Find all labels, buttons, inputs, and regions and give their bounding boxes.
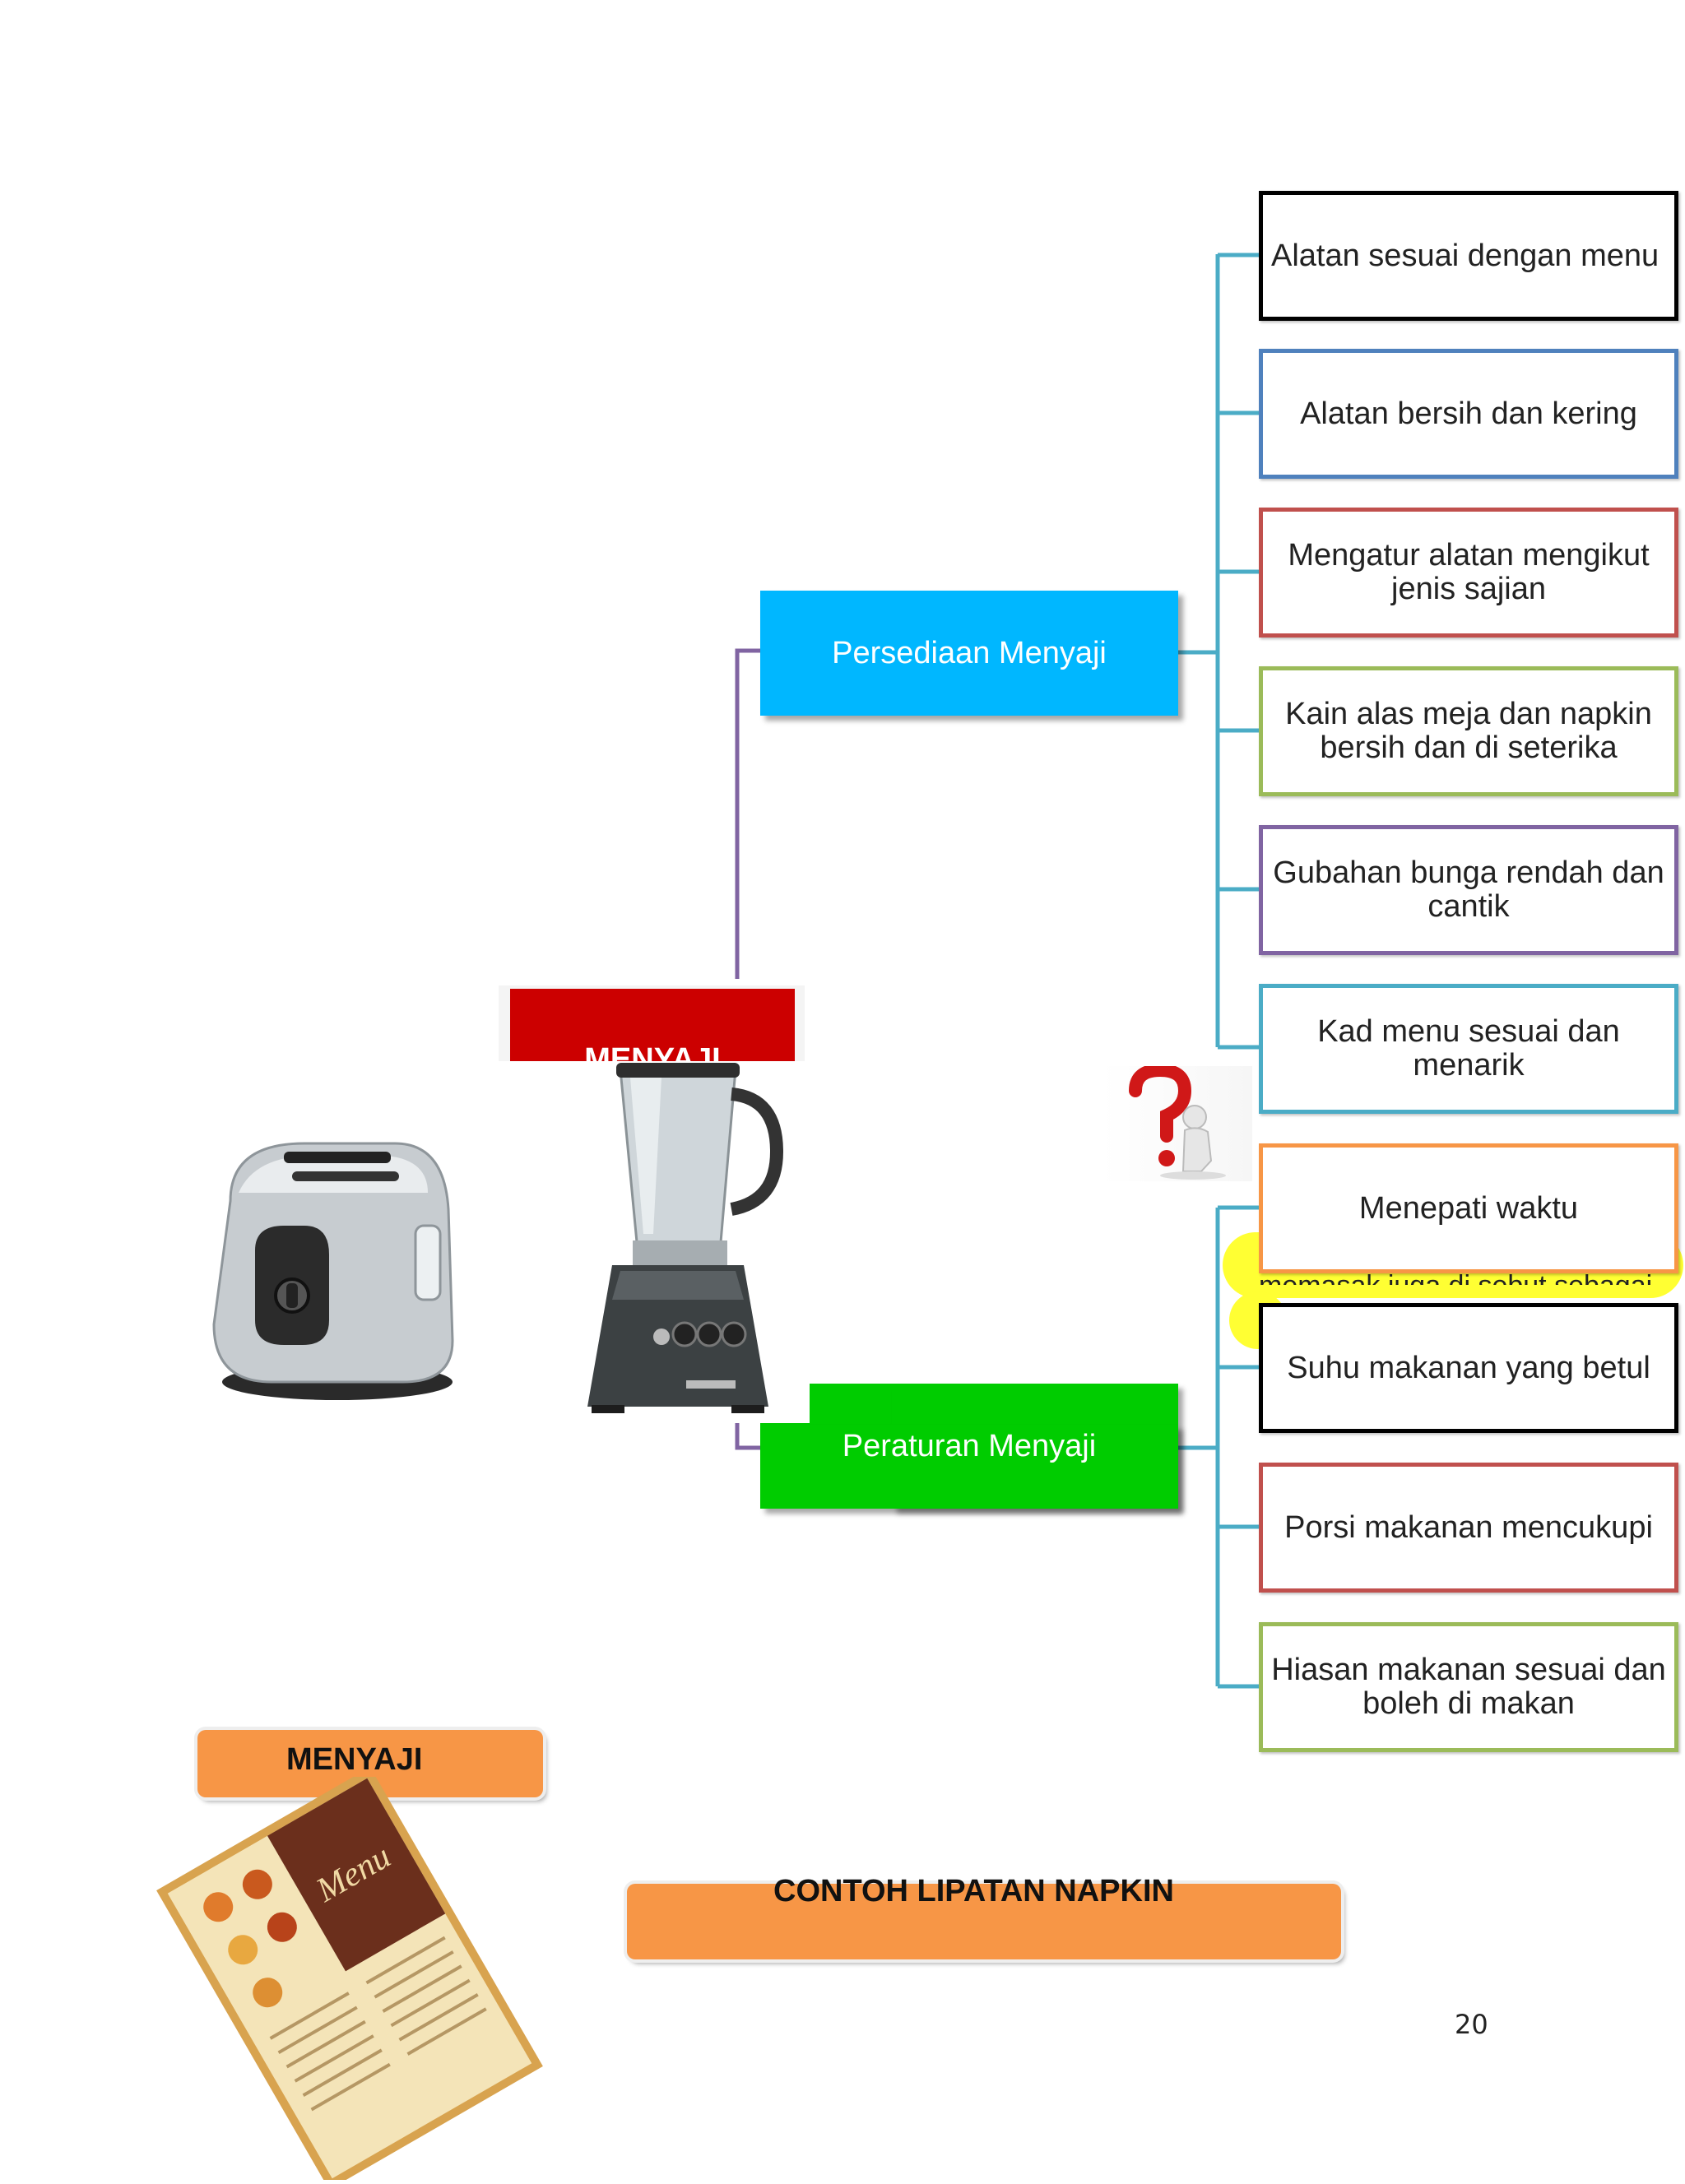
leaf-label: Mengatur alatan mengikut jenis sajian [1288, 538, 1650, 606]
connector-center-peraturan [735, 1415, 760, 1450]
menyaji-tab-label: MENYAJI [286, 1742, 423, 1777]
center-title: MENYAJI [584, 1042, 721, 1061]
leaf-gubahan-bunga: Gubahan bunga rendah dan cantik [1259, 825, 1678, 955]
leaf-porsi-makanan: Porsi makanan mencukupi [1259, 1463, 1678, 1593]
leaf-label: Kain alas meja dan napkin bersih dan di … [1285, 697, 1652, 765]
overlap-text: memasak juga di sebut sebagai [1259, 1257, 1670, 1285]
leaf-label: Alatan bersih dan kering [1300, 396, 1637, 431]
connector-center-persediaan [735, 648, 760, 979]
leaf-kain-alas-meja: Kain alas meja dan napkin bersih dan di … [1259, 666, 1678, 796]
question-person-icon [1102, 1063, 1252, 1181]
branch-persediaan-menyaji: Persediaan Menyaji [760, 591, 1178, 716]
leaf-kad-menu: Kad menu sesuai dan menarik [1259, 984, 1678, 1114]
branch-peraturan-base [760, 1425, 1178, 1509]
branch-peraturan-label: Peraturan Menyaji [842, 1429, 1097, 1463]
branch-persediaan-label: Persediaan Menyaji [832, 635, 1107, 670]
leaf-suhu-makanan: Suhu makanan yang betul [1259, 1303, 1678, 1433]
page-number: 20 [1455, 2009, 1488, 2040]
leaf-label: Gubahan bunga rendah dan cantik [1273, 856, 1664, 924]
leaf-label: Kad menu sesuai dan menarik [1317, 1014, 1620, 1083]
toaster-icon [206, 1135, 461, 1407]
leaf-mengatur-alatan: Mengatur alatan mengikut jenis sajian [1259, 508, 1678, 638]
leaf-label: Menepati waktu [1358, 1190, 1579, 1226]
blender-icon [497, 1061, 810, 1423]
leaf-hiasan-makanan: Hiasan makanan sesuai dan boleh di makan [1259, 1622, 1678, 1752]
leaf-label: Alatan sesuai dengan menu [1271, 238, 1659, 273]
napkin-tab [627, 1884, 1341, 1959]
branch-peraturan-menyaji: Peraturan Menyaji [760, 1384, 1178, 1509]
menu-card-icon: Menu [148, 1767, 551, 2184]
napkin-tab-label: CONTOH LIPATAN NAPKIN [773, 1874, 1174, 1908]
leaf-menepati-waktu: Menepati waktu [1259, 1143, 1678, 1273]
leaf-label: Suhu makanan yang betul [1287, 1350, 1650, 1385]
leaf-alatan-bersih: Alatan bersih dan kering [1259, 349, 1678, 479]
leaf-label: Hiasan makanan sesuai dan boleh di makan [1271, 1653, 1666, 1721]
leaf-alatan-sesuai: Alatan sesuai dengan menu [1259, 191, 1678, 321]
center-node-menyaji: MENYAJI [510, 989, 795, 1061]
leaf-label: Porsi makanan mencukupi [1284, 1509, 1653, 1545]
